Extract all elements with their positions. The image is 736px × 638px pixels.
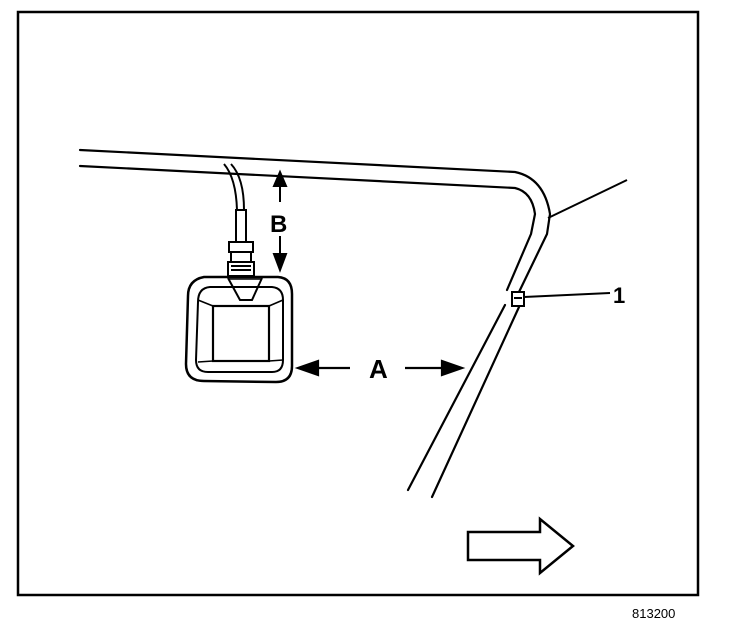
forward-direction-arrow	[466, 516, 575, 576]
windshield-edge	[547, 179, 628, 219]
mount-clip	[511, 291, 525, 307]
sensor-connector	[227, 209, 255, 277]
dimension-a-label: A	[369, 354, 388, 384]
roof-headliner	[78, 148, 552, 294]
rain-sensor-housing	[184, 275, 294, 384]
callout-1-leader	[523, 292, 611, 298]
dimension-b-label: B	[270, 211, 287, 238]
figure-number: 813200	[632, 606, 676, 621]
windshield-pillar	[406, 303, 521, 499]
callout-1-label: 1	[613, 283, 625, 308]
dimension-b-arrow	[272, 169, 288, 273]
dimension-a-arrow	[294, 359, 466, 377]
sensor-wire	[223, 163, 245, 211]
diagram-frame	[16, 10, 700, 597]
